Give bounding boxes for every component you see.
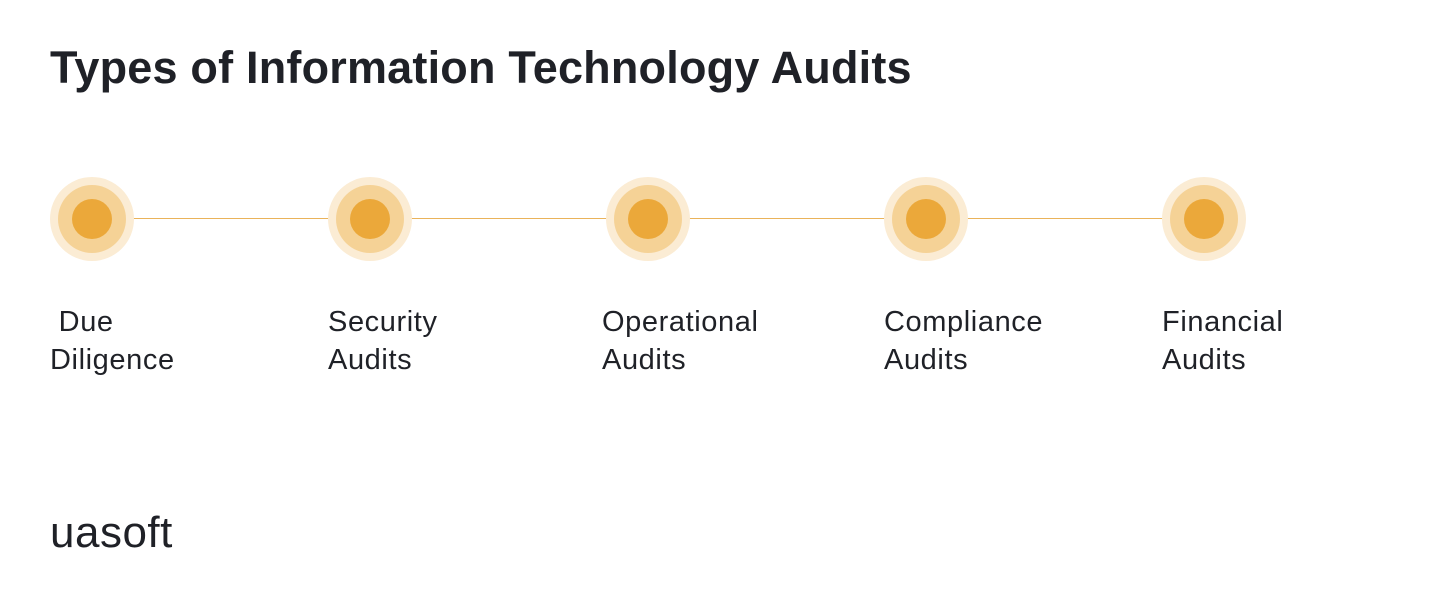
timeline-step-label-line2: Audits: [884, 344, 969, 376]
timeline-step-label-line1: Compliance: [884, 306, 1044, 338]
timeline-step-financial-audits: Financial Audits: [1162, 177, 1392, 397]
timeline-node-icon: [606, 177, 690, 261]
timeline-step-security-audits: Security Audits: [328, 177, 558, 397]
page-title: Types of Information Technology Audits: [50, 42, 912, 93]
timeline-step-compliance-audits: Compliance Audits: [884, 177, 1114, 397]
timeline-node-icon: [884, 177, 968, 261]
timeline-step-label-line2: Audits: [1162, 344, 1247, 376]
timeline-step-label: Due Diligence: [50, 303, 280, 379]
timeline-step-label: Security Audits: [328, 303, 558, 379]
timeline-step-label-line2: Audits: [602, 344, 687, 376]
timeline-step-label-line2: Audits: [328, 344, 413, 376]
timeline-step-label: Financial Audits: [1162, 303, 1392, 379]
timeline-step-due-diligence: Due Diligence: [50, 177, 280, 397]
timeline-node-icon: [50, 177, 134, 261]
brand-logo: uasoft: [50, 508, 173, 557]
timeline-step-operational-audits: Operational Audits: [602, 177, 836, 397]
timeline-node-icon: [328, 177, 412, 261]
timeline-step-label-line2: Diligence: [50, 344, 175, 376]
timeline-node-icon: [1162, 177, 1246, 261]
timeline-step-label-line1: Financial: [1162, 306, 1284, 338]
timeline-step-label-line1: Operational: [602, 306, 759, 338]
timeline-step-label-line1: Security: [328, 306, 438, 338]
timeline-step-label: Operational Audits: [602, 303, 832, 379]
timeline-step-label: Compliance Audits: [884, 303, 1114, 379]
timeline-step-label-line1: Due: [50, 306, 114, 338]
